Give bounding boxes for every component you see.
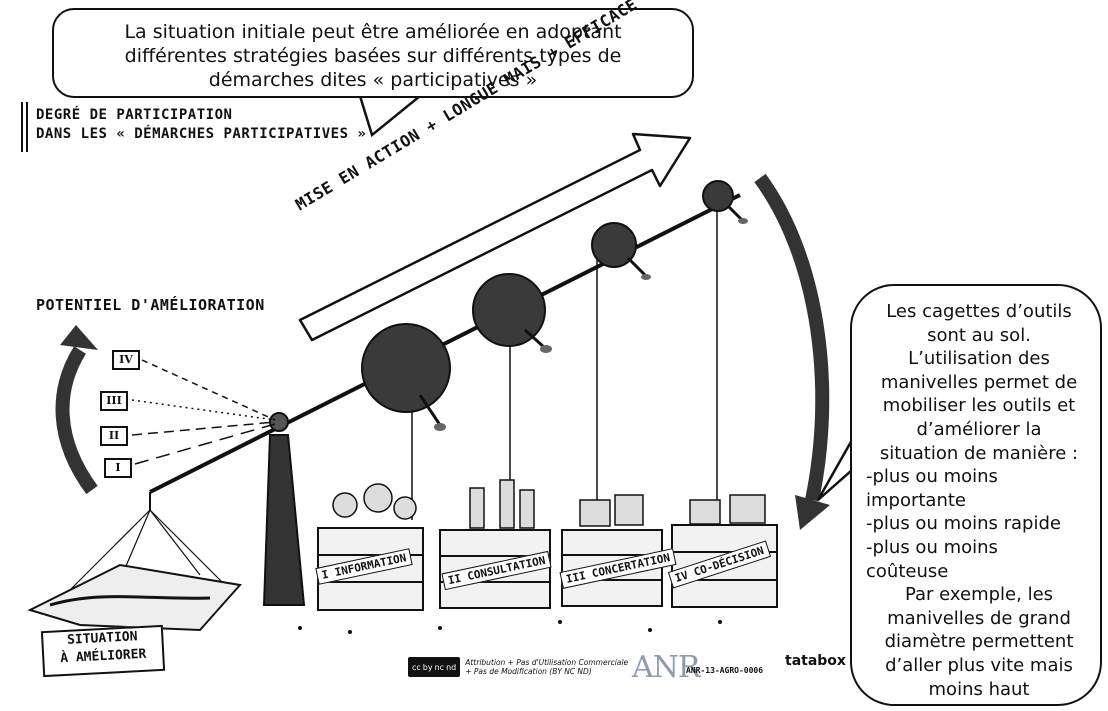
- top-bubble-line: différentes stratégies basées sur différ…: [74, 44, 672, 68]
- crate-tier: II: [447, 572, 463, 587]
- title-line-1: DEGRÉ DE PARTICIPATION: [36, 106, 366, 125]
- right-bubble-line: coûteuse: [866, 560, 1092, 584]
- crank-4: [703, 181, 748, 520]
- potential-label: POTENTIEL D'AMÉLIORATION: [36, 296, 265, 314]
- tier-box-ii: II: [100, 426, 128, 446]
- title-line-2: DANS LES « DÉMARCHES PARTICIPATIVES »: [36, 125, 366, 144]
- pivot-joint: [270, 413, 288, 431]
- right-bubble-line: L’utilisation des: [866, 347, 1092, 371]
- right-bubble-line: manivelles permet de: [866, 371, 1092, 395]
- crate-tier: I: [321, 568, 330, 582]
- right-bubble-line: manivelles de grand: [866, 607, 1092, 631]
- right-bubble-line: -plus ou moins: [866, 465, 1092, 489]
- potential-up-arrow: [63, 350, 92, 490]
- right-bubble-line: mobiliser les outils et: [866, 394, 1092, 418]
- tatabox-logo: tatabox: [785, 653, 846, 669]
- right-bubble-line: diamètre permettent: [866, 630, 1092, 654]
- right-bubble-line: -plus ou moins: [866, 536, 1092, 560]
- lever-rod: [150, 195, 740, 492]
- tool-piles: [333, 480, 765, 528]
- pivot-column: [264, 435, 304, 605]
- ground-marks: [298, 620, 722, 634]
- situation-label: SITUATION À AMÉLIORER: [41, 625, 165, 677]
- right-bubble-line: d’améliorer la: [866, 418, 1092, 442]
- right-bubble-line: Par exemple, les: [866, 583, 1092, 607]
- tier-box-iii: III: [100, 391, 128, 411]
- license-text: Attribution + Pas d'Utilisation Commerci…: [465, 658, 628, 676]
- crate-tier: III: [565, 569, 587, 586]
- right-bubble-line: sont au sol.: [866, 324, 1092, 348]
- right-bubble-line: moins haut: [866, 678, 1092, 702]
- tier-box-i: I: [104, 458, 132, 478]
- anr-code: ANR-13-AGRO-0006: [686, 666, 763, 675]
- right-bubble-line: Les cagettes d’outils: [866, 300, 1092, 324]
- crate-tier: IV: [673, 569, 690, 585]
- right-bubble-line: -plus ou moins rapide: [866, 512, 1092, 536]
- crank-3: [592, 223, 651, 522]
- right-bubble-line: situation de manière :: [866, 442, 1092, 466]
- tier-box-iv: IV: [112, 350, 140, 370]
- right-bubble-line: importante: [866, 489, 1092, 513]
- participation-degree-title: DEGRÉ DE PARTICIPATION DANS LES « DÉMARC…: [36, 106, 366, 144]
- top-bubble-line: démarches dites « participatives »: [74, 68, 672, 92]
- right-down-arrow: [760, 178, 822, 500]
- right-bubble-line: d’aller plus vite mais: [866, 654, 1092, 678]
